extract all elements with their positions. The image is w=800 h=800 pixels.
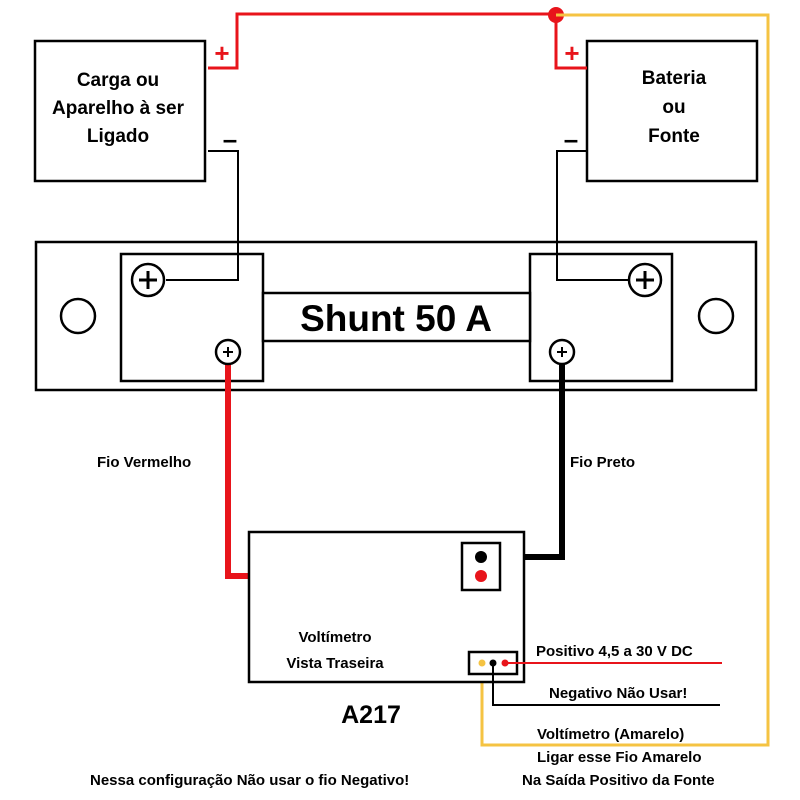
right-mounting-hole xyxy=(697,297,735,335)
battery-minus-sign: – xyxy=(564,124,578,154)
yellow-note-line3: Na Saída Positivo da Fonte xyxy=(522,772,715,789)
battery-label-line3: Fonte xyxy=(648,126,700,147)
shunt-center-bar xyxy=(261,291,532,343)
battery-plus-sign: + xyxy=(564,38,579,68)
red-wire-label: Fio Vermelho xyxy=(97,454,191,471)
power-red-pin xyxy=(501,659,509,667)
yellow-note-line2: Ligar esse Fio Amarelo xyxy=(537,749,702,766)
voltmeter-label-line1: Voltímetro xyxy=(298,629,371,646)
black-wire-label: Fio Preto xyxy=(570,454,635,471)
power-yellow-pin xyxy=(478,659,486,667)
connector-red-pin xyxy=(475,570,487,582)
shunt-label: Shunt 50 A xyxy=(300,298,492,339)
battery-label-line2: ou xyxy=(662,97,685,118)
load-plus-sign: + xyxy=(214,38,229,68)
battery-label-line1: Bateria xyxy=(642,68,707,89)
positive-wire-top xyxy=(208,12,587,70)
load-minus-sign: – xyxy=(223,124,237,154)
voltmeter-model: A217 xyxy=(341,701,401,729)
positive-note: Positivo 4,5 a 30 V DC xyxy=(536,643,693,660)
left-mounting-hole xyxy=(59,297,97,335)
load-label-line2: Aparelho à ser xyxy=(52,98,185,119)
load-negative-wire xyxy=(166,150,239,281)
connector-black-pin xyxy=(475,551,487,563)
negative-note: Negativo Não Usar! xyxy=(549,685,687,702)
battery-box xyxy=(585,39,759,183)
load-label-line1: Carga ou xyxy=(77,70,159,91)
negative-wire xyxy=(492,663,720,706)
yellow-note-line1: Voltímetro (Amarelo) xyxy=(537,726,684,743)
voltmeter-shunt-connector xyxy=(460,541,502,592)
battery-negative-wire xyxy=(556,150,628,281)
footer-note: Nessa configuração Não usar o fio Negati… xyxy=(90,772,409,789)
load-box xyxy=(33,39,207,183)
power-black-pin xyxy=(489,659,497,667)
voltmeter-label-line2: Vista Traseira xyxy=(286,655,384,672)
load-label-line3: Ligado xyxy=(87,126,149,147)
yellow-wire xyxy=(480,13,770,747)
